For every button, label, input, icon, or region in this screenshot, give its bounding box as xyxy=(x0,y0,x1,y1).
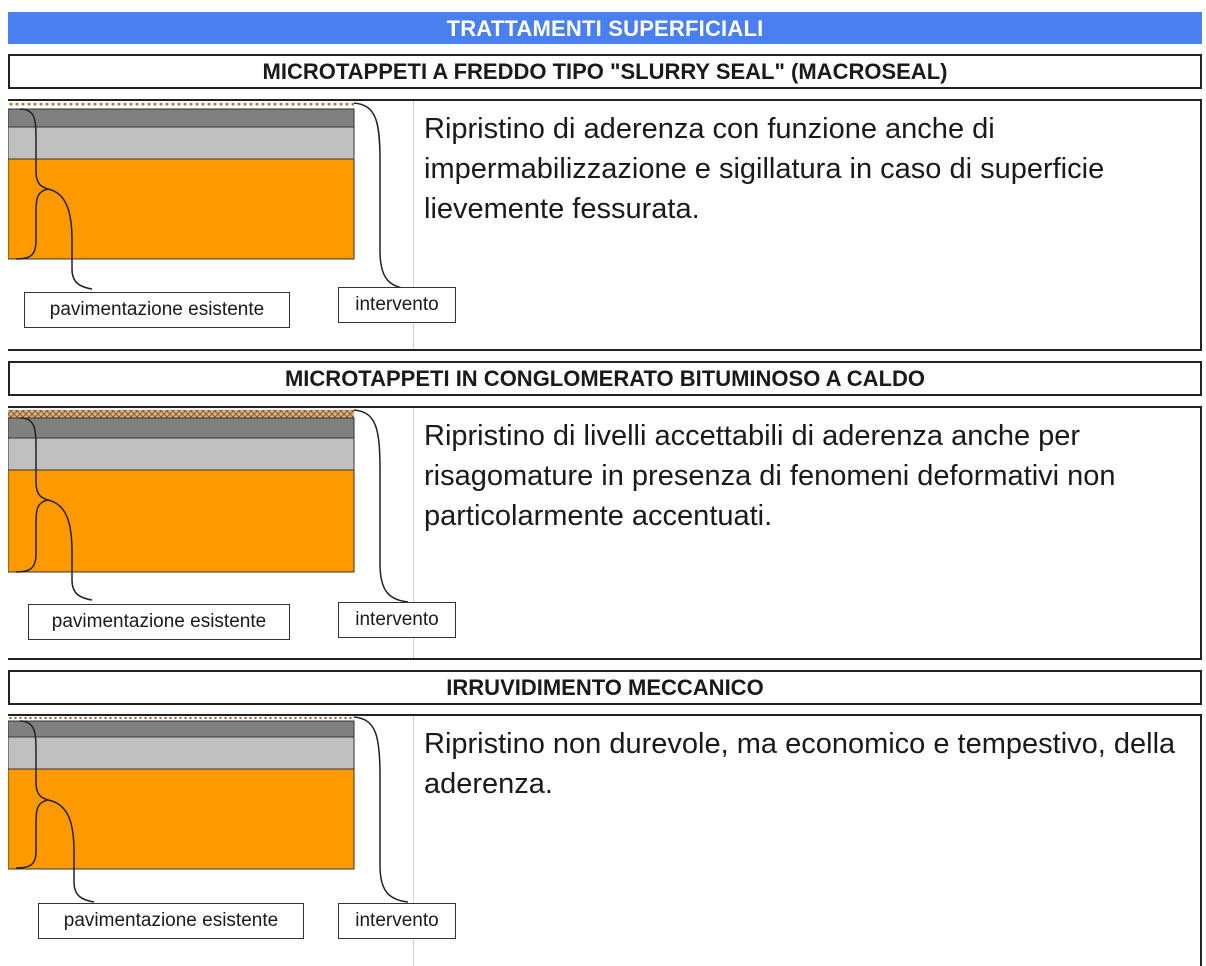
column-divider xyxy=(413,408,414,658)
pavement-cross-section-diagram xyxy=(8,102,409,290)
surface-treatment-layer xyxy=(8,410,354,418)
section-description: Ripristino non durevole, ma economico e … xyxy=(424,728,1176,800)
section-panel-mechanical-roughening: pavimentazione esistente intervento Ripr… xyxy=(8,714,1202,966)
binder-course-layer xyxy=(8,126,355,160)
label-existing-pavement: pavimentazione esistente xyxy=(28,604,290,640)
section-panel-slurry-seal: pavimentazione esistente intervento Ripr… xyxy=(8,99,1202,351)
binder-course-layer xyxy=(8,437,355,471)
section-description: Ripristino di livelli accettabili di ade… xyxy=(424,420,1116,532)
pavement-cross-section-diagram xyxy=(8,716,409,903)
pavement-cross-section-diagram xyxy=(8,409,409,603)
label-intervention: intervento xyxy=(338,903,456,939)
surface-treatment-layer xyxy=(8,717,354,721)
intervention-brace xyxy=(353,716,409,903)
column-divider xyxy=(413,716,414,966)
label-intervention: intervento xyxy=(338,287,456,323)
wearing-course-layer xyxy=(8,108,355,128)
existing-pavement-leader xyxy=(47,499,93,601)
section-panel-hot-mix: pavimentazione esistente intervento Ripr… xyxy=(8,406,1202,660)
binder-course-layer xyxy=(8,736,355,770)
intervention-brace xyxy=(353,102,409,290)
page-title-banner: TRATTAMENTI SUPERFICIALI xyxy=(8,12,1202,44)
section-title-mechanical-roughening: IRRUVIDIMENTO MECCANICO xyxy=(8,670,1202,705)
base-course-layer xyxy=(8,768,355,870)
wearing-course-layer xyxy=(8,417,355,439)
base-course-layer xyxy=(8,469,355,573)
section-description: Ripristino di aderenza con funzione anch… xyxy=(424,113,1105,225)
label-existing-pavement: pavimentazione esistente xyxy=(24,292,290,328)
label-intervention: intervento xyxy=(338,602,456,638)
base-course-layer xyxy=(8,158,355,260)
intervention-brace xyxy=(353,409,409,603)
wearing-course-layer xyxy=(8,720,355,738)
section-title-slurry-seal: MICROTAPPETI A FREDDO TIPO "SLURRY SEAL"… xyxy=(8,54,1202,89)
existing-pavement-leader xyxy=(47,799,95,903)
label-existing-pavement: pavimentazione esistente xyxy=(38,903,304,939)
existing-pavement-leader xyxy=(47,188,93,290)
section-title-hot-mix: MICROTAPPETI IN CONGLOMERATO BITUMINOSO … xyxy=(8,361,1202,396)
column-divider xyxy=(413,101,414,349)
surface-treatment-layer xyxy=(8,103,354,109)
